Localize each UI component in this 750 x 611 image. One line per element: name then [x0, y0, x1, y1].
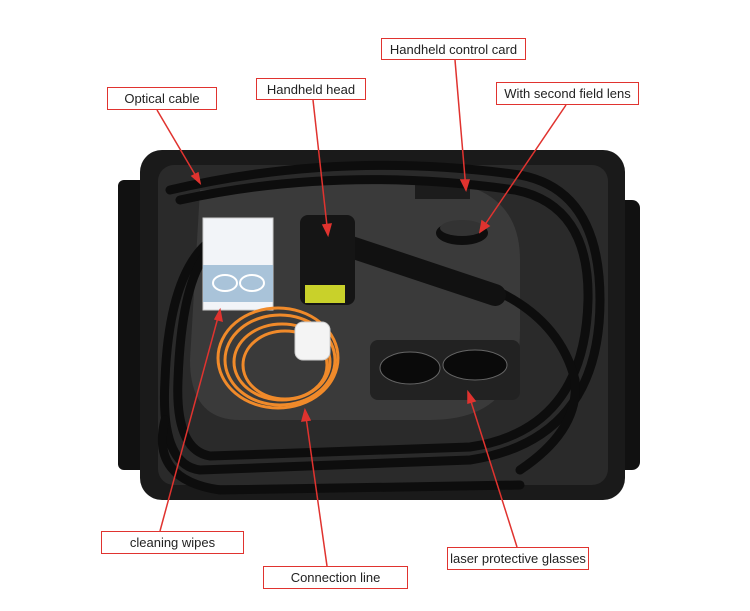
field-lens	[436, 220, 488, 245]
label-handheld-control-card: Handheld control card	[381, 38, 526, 60]
callout-lines	[156, 59, 567, 567]
label-connection-line: Connection line	[263, 566, 408, 589]
handheld-head	[300, 215, 506, 306]
plug	[294, 321, 331, 361]
label-handheld-head: Handheld head	[256, 78, 366, 100]
label-optical-cable: Optical cable	[107, 87, 217, 110]
label-cleaning-wipes: cleaning wipes	[101, 531, 244, 554]
laser-glasses-bag	[379, 349, 508, 385]
connection-line-cable	[216, 306, 340, 410]
label-laser-glasses: laser protective glasses	[447, 547, 589, 570]
cleaning-wipes-box	[202, 217, 274, 311]
optical-cable	[157, 160, 605, 495]
label-second-field-lens: With second field lens	[496, 82, 639, 105]
